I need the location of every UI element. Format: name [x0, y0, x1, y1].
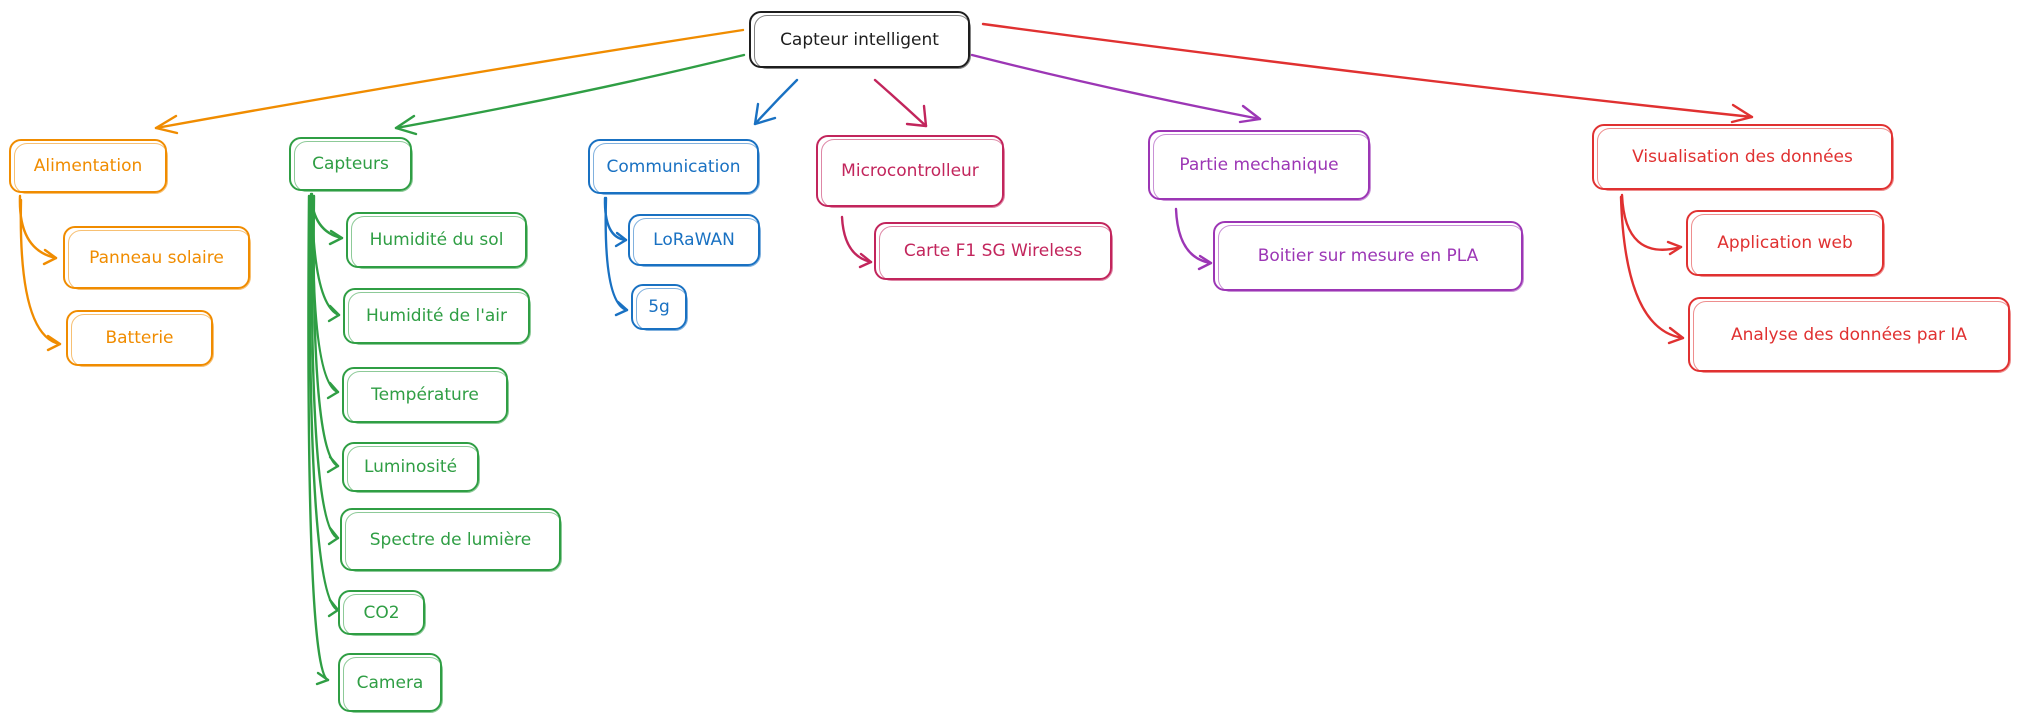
- leaf-label-spectre-lumiere: Spectre de lumière: [369, 529, 532, 550]
- leaf-node-carte-f1[interactable]: Carte F1 SG Wireless: [874, 222, 1113, 281]
- root-to-microcontroleur-arrow: [873, 78, 928, 128]
- leaf-label-camera: Camera: [356, 672, 424, 693]
- leaf-node-lorawan[interactable]: LoRaWAN: [628, 214, 761, 267]
- leaf-label-batterie: Batterie: [105, 328, 174, 348]
- root-to-alimentation-arrow: [154, 28, 745, 135]
- leaf-node-humidite-sol[interactable]: Humidité du sol: [346, 212, 528, 269]
- leaf-label-humidite-air: Humidité de l'air: [365, 306, 508, 326]
- root-to-mecanique-arrow: [970, 53, 1262, 124]
- root-to-communication-arrow: [753, 78, 799, 126]
- branch-label-alimentation: Alimentation: [33, 156, 143, 176]
- root-to-capteurs-arrow: [394, 53, 746, 136]
- leaf-node-application-web[interactable]: Application web: [1686, 210, 1885, 277]
- branch-node-microcontroleur[interactable]: Microcontrolleur: [816, 135, 1005, 208]
- leaf-node-humidite-air[interactable]: Humidité de l'air: [343, 288, 531, 345]
- leaf-node-panneau-solaire[interactable]: Panneau solaire: [63, 226, 251, 290]
- root-to-visualisation-arrow: [981, 22, 1754, 124]
- leaf-node-batterie[interactable]: Batterie: [66, 310, 214, 367]
- mecanique-child-connector: [1174, 207, 1213, 271]
- leaf-node-co2[interactable]: CO2: [338, 590, 426, 636]
- branch-label-microcontroleur: Microcontrolleur: [841, 161, 979, 181]
- branch-label-visualisation: Visualisation des données: [1632, 147, 1853, 167]
- leaf-label-panneau-solaire: Panneau solaire: [89, 247, 224, 268]
- branch-node-visualisation[interactable]: Visualisation des données: [1592, 124, 1894, 191]
- leaf-label-co2: CO2: [363, 602, 400, 623]
- leaf-node-analyse-ia[interactable]: Analyse des données par IA: [1688, 297, 2011, 373]
- leaf-label-luminosite: Luminosité: [363, 457, 458, 477]
- visualisation-children-connectors: [1619, 193, 1685, 345]
- communication-children-connectors: [603, 196, 629, 317]
- root-label: Capteur intelligent: [780, 29, 939, 50]
- alimentation-children-connectors: [18, 194, 62, 352]
- branch-label-communication: Communication: [606, 156, 741, 177]
- leaf-node-boitier-pla[interactable]: Boitier sur mesure en PLA: [1213, 221, 1524, 292]
- branch-node-alimentation[interactable]: Alimentation: [9, 139, 168, 194]
- leaf-label-analyse-ia: Analyse des données par IA: [1731, 324, 1967, 345]
- microcontroleur-child-connector: [840, 215, 873, 269]
- branch-node-communication[interactable]: Communication: [588, 139, 760, 195]
- branch-label-mecanique: Partie mechanique: [1179, 155, 1339, 175]
- leaf-label-boitier-pla: Boitier sur mesure en PLA: [1257, 246, 1479, 266]
- branch-node-capteurs[interactable]: Capteurs: [289, 137, 413, 192]
- leaf-node-spectre-lumiere[interactable]: Spectre de lumière: [340, 508, 562, 572]
- leaf-node-camera[interactable]: Camera: [338, 653, 443, 713]
- leaf-label-temperature: Température: [371, 385, 479, 405]
- leaf-node-5g[interactable]: 5g: [631, 284, 688, 331]
- branch-node-mecanique[interactable]: Partie mechanique: [1148, 130, 1371, 201]
- branch-label-capteurs: Capteurs: [312, 154, 389, 174]
- leaf-label-lorawan: LoRaWAN: [653, 230, 735, 250]
- leaf-label-carte-f1: Carte F1 SG Wireless: [903, 241, 1083, 261]
- leaf-label-application-web: Application web: [1717, 233, 1853, 253]
- leaf-label-humidite-sol: Humidité du sol: [369, 230, 504, 250]
- capteurs-children-connectors: [307, 192, 344, 686]
- leaf-node-luminosite[interactable]: Luminosité: [342, 442, 480, 493]
- leaf-label-5g: 5g: [648, 297, 670, 317]
- leaf-node-temperature[interactable]: Température: [342, 367, 509, 424]
- root-node[interactable]: Capteur intelligent: [749, 11, 971, 69]
